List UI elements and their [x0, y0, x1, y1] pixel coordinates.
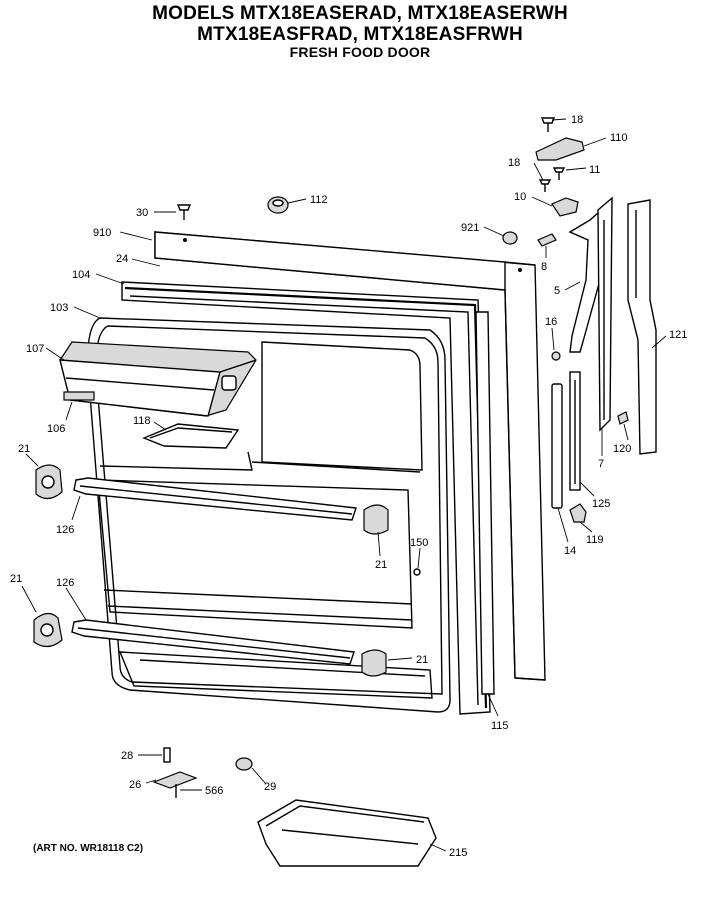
dairy-compartment-door: [59, 341, 257, 417]
shelf-end-cap-upper-right: [363, 504, 389, 535]
subtitle-fresh-food-door: FRESH FOOD DOOR: [289, 44, 431, 60]
callout-566: 566: [205, 785, 223, 797]
plate-26: [152, 771, 198, 789]
callout-18-side: 18: [508, 157, 520, 169]
screw-16: [551, 351, 561, 361]
callout-30: 30: [136, 207, 148, 219]
outer-door-panel: [154, 231, 546, 681]
handle-5: [568, 196, 613, 432]
screw-150: [413, 568, 421, 576]
callout-115: 115: [491, 720, 509, 732]
screw-11: [552, 167, 566, 180]
callout-labels: 18 110 18 11 10 921 8 30 112 910 24 104 …: [10, 114, 687, 859]
title-models-line-2: MTX18EASFRAD, MTX18EASFRWH: [197, 24, 523, 45]
title-models-line-1: MODELS MTX18EASERAD, MTX18EASERWH: [152, 3, 568, 24]
callout-21-lower-right: 21: [416, 654, 428, 666]
handle-insert-14: [551, 383, 563, 509]
callout-10: 10: [514, 191, 526, 203]
hinge-pin-8: [537, 233, 557, 247]
callout-103: 103: [50, 302, 68, 314]
callout-121: 121: [669, 329, 687, 341]
hinge-bracket-10: [551, 197, 579, 217]
art-number: (ART NO. WR18118 C2): [33, 843, 144, 854]
callout-126-lower: 126: [56, 577, 74, 589]
callout-14: 14: [564, 545, 576, 557]
callout-5: 5: [554, 285, 560, 297]
callout-7: 7: [598, 458, 604, 470]
plug-112: [267, 196, 289, 214]
callout-21-upper-right: 21: [375, 559, 387, 571]
callout-24: 24: [116, 253, 128, 265]
dairy-hinge: [63, 391, 95, 401]
callout-29: 29: [264, 781, 276, 793]
callout-104: 104: [72, 269, 90, 281]
callout-910: 910: [93, 227, 111, 239]
shelf-end-cap-lower-right: [361, 649, 387, 677]
callout-8: 8: [541, 261, 547, 273]
callout-11: 11: [589, 164, 600, 176]
callout-21-upper-left: 21: [18, 443, 30, 455]
handle-cap-119: [569, 503, 587, 523]
callout-106: 106: [47, 423, 65, 435]
callout-26: 26: [129, 779, 141, 791]
screw-18-side: [538, 179, 552, 192]
callout-110: 110: [610, 132, 628, 144]
plug-921: [502, 231, 518, 245]
callout-112: 112: [310, 194, 328, 206]
handle-bracket-125: [569, 371, 581, 491]
callout-18-top: 18: [571, 114, 583, 126]
callout-28: 28: [121, 750, 133, 762]
shelf-end-cap-upper-left: [35, 464, 63, 500]
callout-125: 125: [592, 498, 610, 510]
plug-29: [235, 757, 253, 771]
shelf-bar-upper: [73, 477, 357, 521]
door-shelf-bin-215: [257, 799, 437, 867]
callout-107: 107: [26, 343, 44, 355]
screw-18-top: [540, 117, 556, 132]
callout-921: 921: [461, 222, 479, 234]
callout-16: 16: [545, 316, 557, 328]
clip-28: [163, 747, 171, 763]
screw-30: [176, 204, 192, 220]
shelf-end-cap-lower-left: [33, 612, 63, 648]
callout-215: 215: [449, 847, 467, 859]
callout-21-lower-left: 21: [10, 573, 22, 585]
callout-120: 120: [613, 443, 631, 455]
screw-120: [617, 411, 629, 425]
callout-150: 150: [410, 537, 428, 549]
gasket-strip-115: [475, 311, 495, 695]
hinge-cover-110: [535, 137, 585, 161]
leader-lines: [21, 118, 667, 852]
butter-tray: [142, 423, 240, 449]
callout-119: 119: [586, 534, 604, 546]
callout-118: 118: [133, 415, 151, 427]
inner-door-liner: [87, 317, 451, 713]
handle-trim-121: [627, 199, 657, 455]
callout-126-upper: 126: [56, 524, 74, 536]
